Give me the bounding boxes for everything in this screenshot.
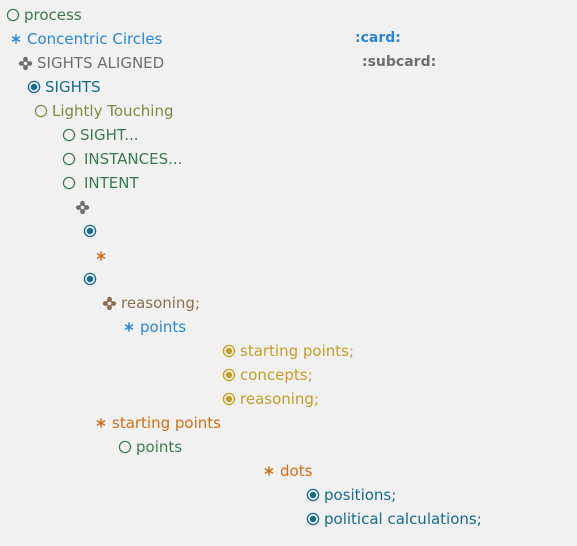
tree-node-starting-points-dot[interactable]: starting points; [221,340,354,362]
hollow-circle-icon [61,128,76,143]
tree-node-label: Concentric Circles [27,30,163,48]
tree-node-label: Lightly Touching [52,102,174,120]
hollow-circle-icon [61,152,76,167]
tree-node-dot-empty-2[interactable] [82,268,101,290]
tree-node-political-calculations[interactable]: political calculations; [305,508,482,530]
tree-node-label: INSTANCES... [84,150,183,168]
dot-circle-icon [26,80,41,95]
tree-node-points-top[interactable]: points [121,316,186,338]
tree-node-label: SIGHTS [45,78,101,96]
tree-node-label: process [24,6,82,24]
dot-circle-icon [82,272,97,287]
hollow-circle-icon [61,176,76,191]
tree-node-dots[interactable]: dots [261,460,312,482]
tree-node-label: starting points [112,414,221,432]
tree-node-instances[interactable]: INSTANCES... [61,148,182,170]
card-label: :card: [355,30,401,46]
tree-node-sights[interactable]: SIGHTS [26,76,101,98]
tree-node-label: INTENT [84,174,139,192]
tree-node-label: reasoning; [121,294,201,312]
hollow-circle-icon [117,440,132,455]
tree-node-label: starting points; [240,342,355,360]
asterisk-icon [8,32,23,47]
tree-node-flower-empty[interactable] [75,196,94,218]
dot-circle-icon [221,368,236,383]
tree-node-label: political calculations; [324,510,482,528]
dot-circle-icon [305,512,320,527]
dot-circle-icon [221,392,236,407]
tree-node-concentric-circles[interactable]: Concentric Circles [8,28,162,50]
tree-node-sights-aligned[interactable]: SIGHTS ALIGNED [18,52,164,74]
asterisk-icon [121,320,136,335]
tree-node-asterisk-empty[interactable] [93,245,112,267]
tree-node-label: dots [280,462,313,480]
asterisk-icon [93,249,108,264]
tree-node-points-bottom[interactable]: points [117,436,182,458]
tree-node-positions[interactable]: positions; [305,484,396,506]
flower-icon [18,56,33,71]
tree-node-sight[interactable]: SIGHT... [61,124,139,146]
dot-circle-icon [221,344,236,359]
tree-node-lightly-touching[interactable]: Lightly Touching [33,100,174,122]
tree-node-label: SIGHT... [80,126,139,144]
tree-node-reasoning-dot[interactable]: reasoning; [221,388,319,410]
asterisk-icon [261,464,276,479]
flower-icon [75,200,90,215]
hollow-circle-icon [5,8,20,23]
asterisk-icon [93,416,108,431]
tree-node-label: SIGHTS ALIGNED [37,54,165,72]
hollow-circle-icon [33,104,48,119]
subcard-label: :subcard: [362,54,437,70]
tree-node-label: concepts; [240,366,313,384]
tree-node-label: positions; [324,486,397,504]
dot-circle-icon [305,488,320,503]
tree-node-label: reasoning; [240,390,320,408]
tree-node-starting-points[interactable]: starting points [93,412,221,434]
flower-icon [102,296,117,311]
tree-node-label: points [136,438,183,456]
tree-node-process[interactable]: process [5,4,82,26]
tree-node-intent[interactable]: INTENT [61,172,139,194]
tree-node-dot-empty-1[interactable] [82,220,101,242]
tree-node-concepts[interactable]: concepts; [221,364,313,386]
tree-node-reasoning-top[interactable]: reasoning; [102,292,200,314]
dot-circle-icon [82,224,97,239]
tree-node-label: points [140,318,187,336]
